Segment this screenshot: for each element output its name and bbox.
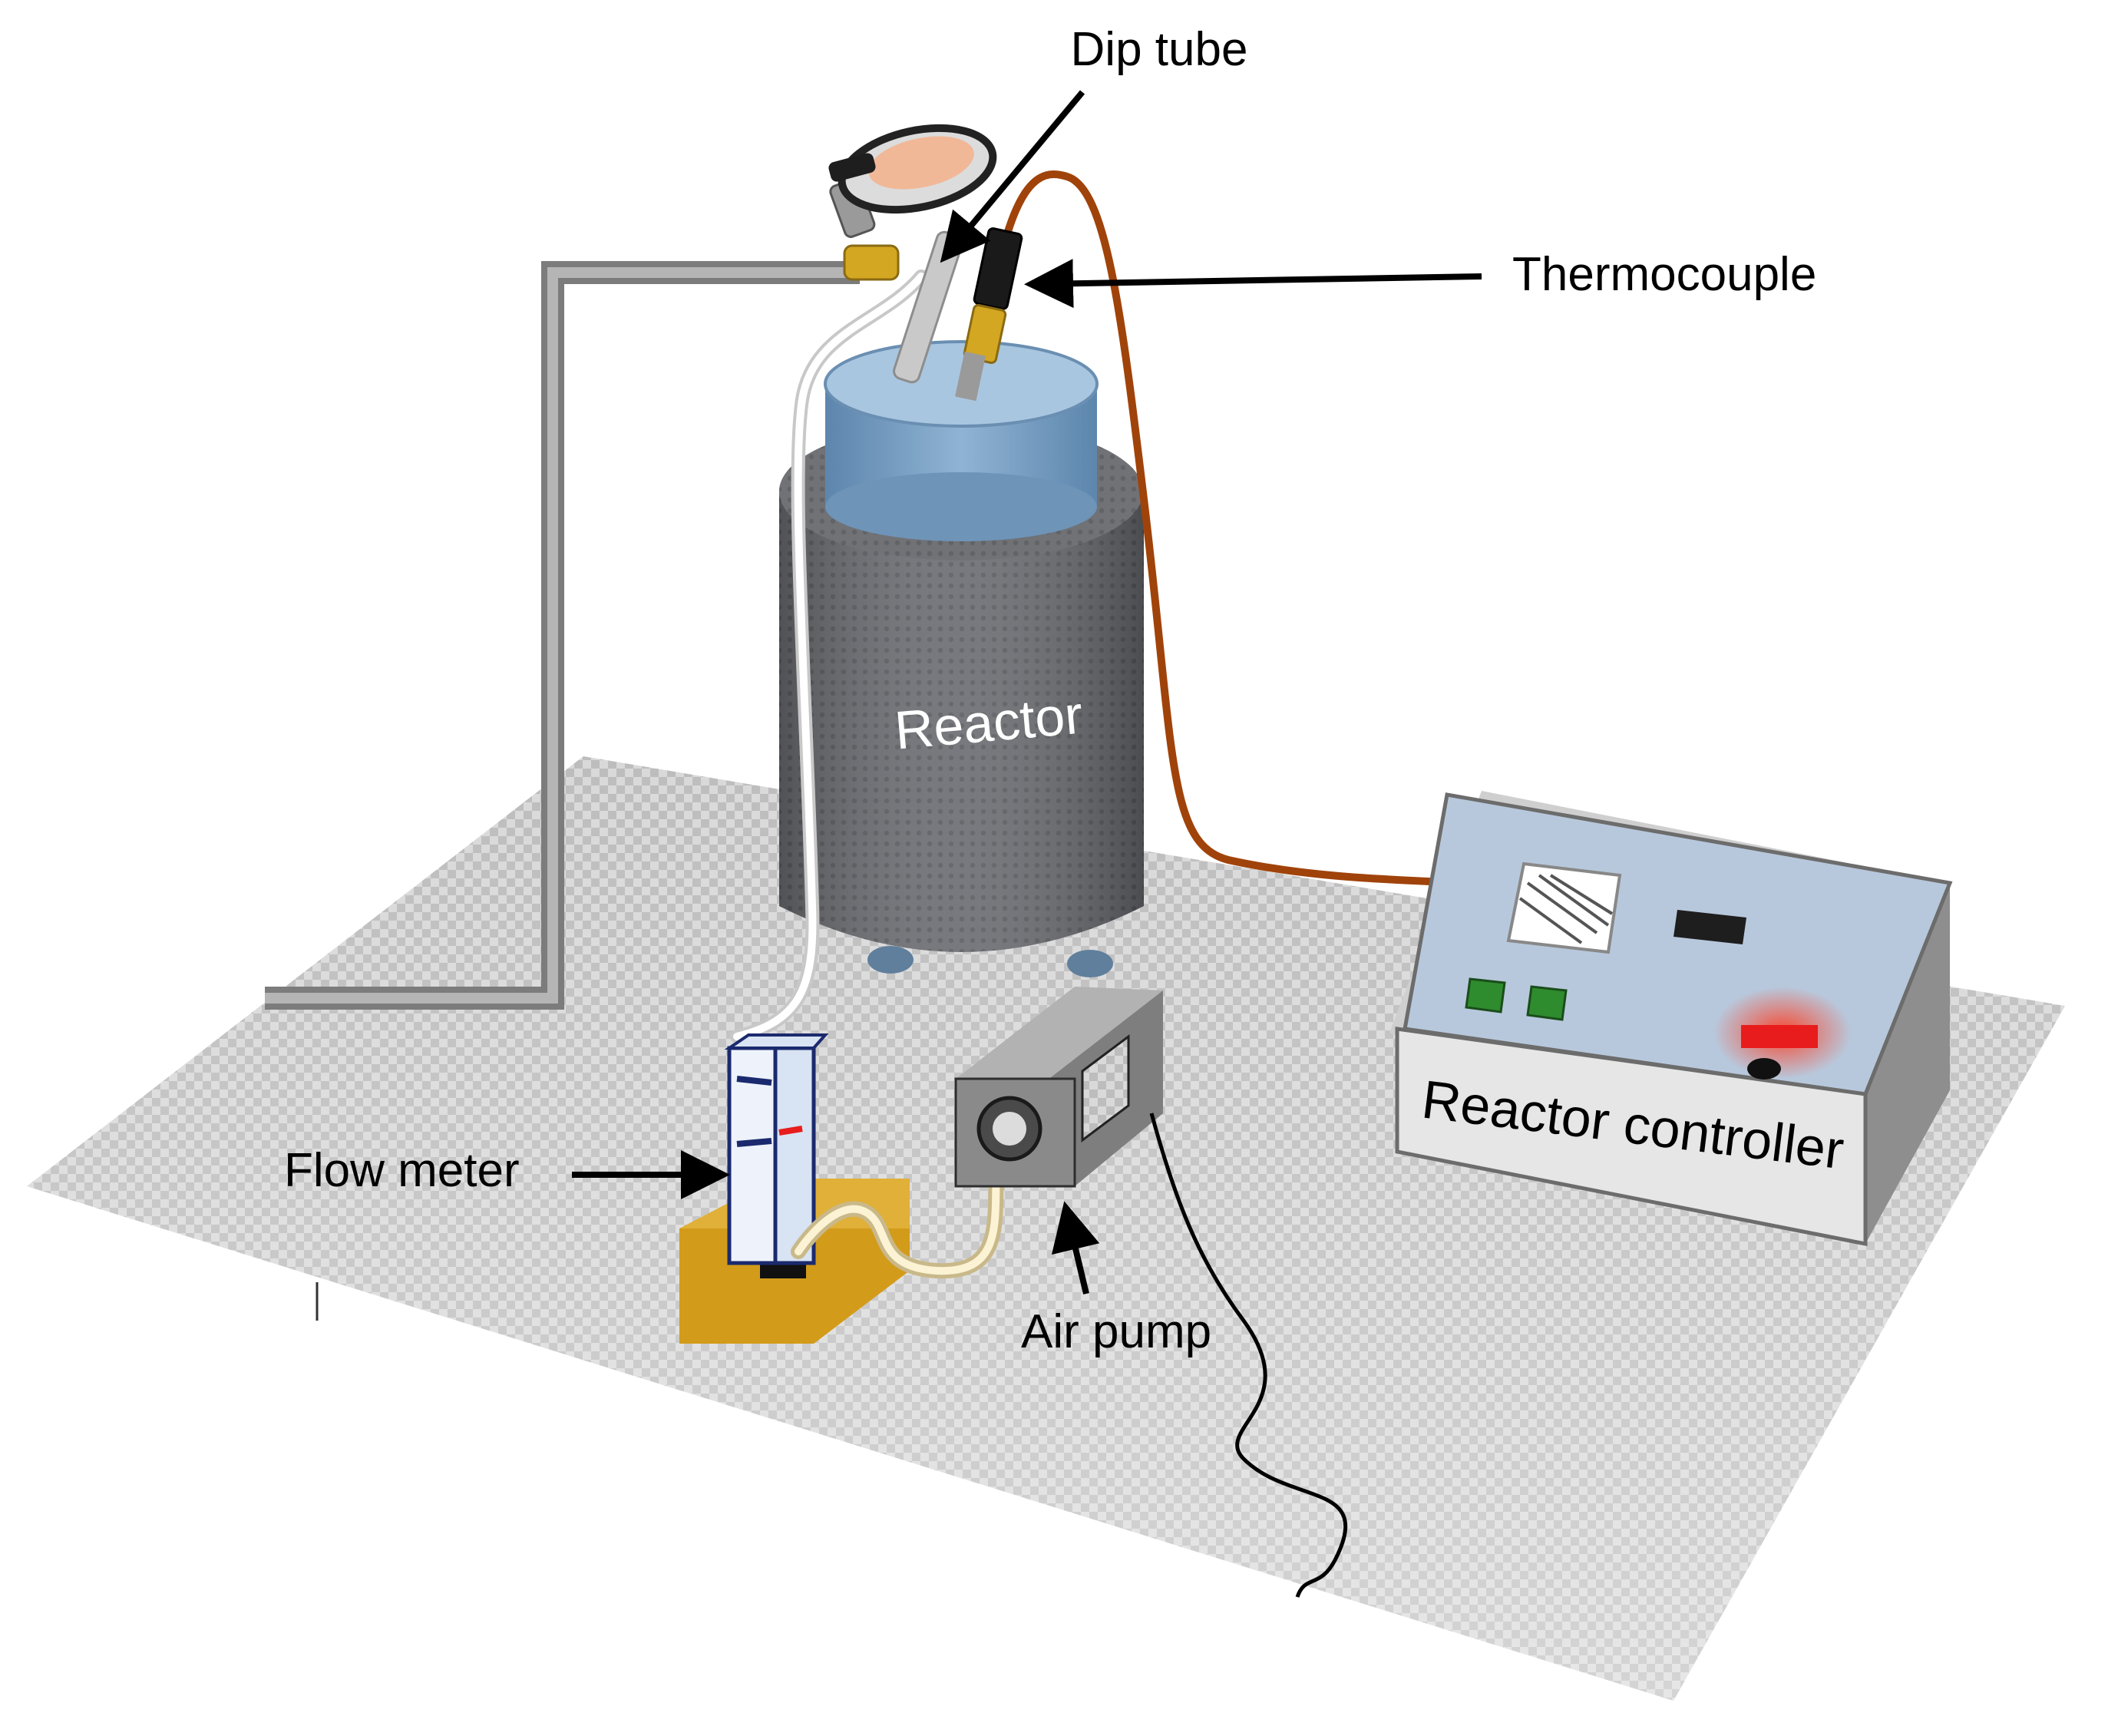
green-switch (1465, 977, 1506, 1013)
flow-meter-mark (736, 1076, 772, 1086)
flow-indicator (778, 1126, 803, 1136)
power-cord (1149, 1113, 1348, 1598)
pressure-gauge (828, 124, 997, 384)
air-pump-label: Air pump (1021, 1305, 1211, 1358)
thermocouple-label: Thermocouple (1512, 248, 1816, 301)
stand-rod (265, 261, 860, 1010)
red-indicator (1741, 1025, 1818, 1048)
reactor-foot (867, 946, 914, 974)
reactor-foot (1067, 950, 1113, 977)
controller-readout (1674, 910, 1746, 944)
callouts: Dip tube Thermocouple Flow meter Air pum… (284, 23, 1816, 1358)
air-pump-arrow (1051, 1201, 1100, 1295)
reactor: Reactor (779, 340, 1144, 977)
control-knob (1747, 1058, 1781, 1080)
controller-front (1395, 1027, 1868, 1247)
dip-tube-arrow (940, 90, 1085, 263)
reactor-controller: Reactor controller (1389, 791, 1953, 1247)
air-pump (954, 987, 1348, 1598)
thermocouple-arrow (1024, 259, 1482, 309)
thermocouple-probe (955, 170, 1470, 887)
flow-meter-mark (736, 1138, 772, 1147)
green-switch (1526, 985, 1568, 1021)
dip-tube-label: Dip tube (1071, 23, 1248, 76)
thermocouple-wire (998, 170, 1470, 887)
dip-tube-line (730, 269, 928, 1043)
flow-meter-label: Flow meter (284, 1144, 520, 1197)
